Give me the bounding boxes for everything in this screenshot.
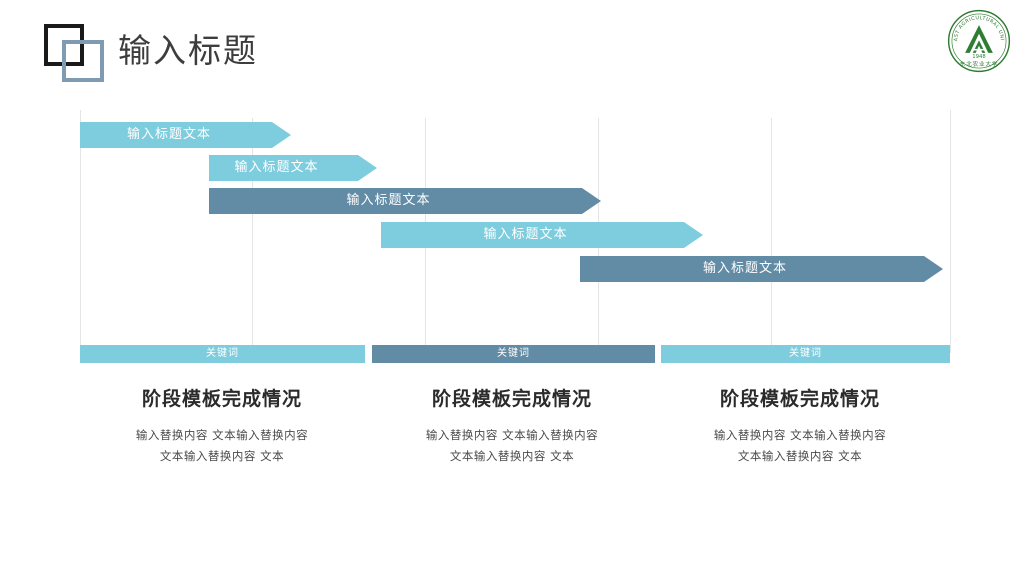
gridline <box>950 110 951 353</box>
arrow-tip-icon <box>924 256 943 282</box>
logo-square-blue <box>62 40 104 82</box>
arrow-tip-icon <box>358 155 377 181</box>
chart-bar-label: 输入标题文本 <box>483 227 568 242</box>
arrow-tip-icon <box>684 222 703 248</box>
gridline <box>252 118 253 353</box>
column-body-line: 文本输入替换内容 文本 <box>737 449 863 464</box>
column-body: 输入替换内容 文本输入替换内容 文本输入替换内容 文本 <box>362 425 662 468</box>
summary-column: 阶段模板完成情况 输入替换内容 文本输入替换内容 文本输入替换内容 文本 <box>362 388 662 467</box>
svg-text:1948: 1948 <box>972 54 985 60</box>
gantt-chart: 输入标题文本 输入标题文本 输入标题文本 输入标题文本 输入标题文本 关键词 关… <box>0 110 1024 365</box>
column-body-line: 输入替换内容 文本输入替换内容 <box>425 427 599 442</box>
chart-bar[interactable]: 输入标题文本 <box>209 155 377 181</box>
university-seal-icon: NORTHEAST AGRICULTURAL UNIVERSITY 1948 东… <box>943 4 1012 74</box>
column-heading: 阶段模板完成情况 <box>719 388 880 410</box>
column-body: 输入替换内容 文本输入替换内容 文本输入替换内容 文本 <box>650 425 950 468</box>
svg-text:东北农业大学: 东北农业大学 <box>960 60 999 68</box>
chart-bar[interactable]: 输入标题文本 <box>80 122 291 148</box>
column-heading: 阶段模板完成情况 <box>141 388 302 410</box>
column-heading: 阶段模板完成情况 <box>431 388 592 410</box>
column-body-line: 文本输入替换内容 文本 <box>159 449 285 464</box>
summary-columns: 阶段模板完成情况 输入替换内容 文本输入替换内容 文本输入替换内容 文本 阶段模… <box>0 388 1024 488</box>
summary-column: 阶段模板完成情况 输入替换内容 文本输入替换内容 文本输入替换内容 文本 <box>650 388 950 467</box>
keyword-bar[interactable]: 关键词 <box>372 345 655 363</box>
column-body-line: 文本输入替换内容 文本 <box>449 449 575 464</box>
chart-bar[interactable]: 输入标题文本 <box>381 222 703 248</box>
column-body-line: 输入替换内容 文本输入替换内容 <box>135 427 309 442</box>
chart-bar[interactable]: 输入标题文本 <box>209 188 601 214</box>
arrow-tip-icon <box>272 122 291 148</box>
column-body-line: 输入替换内容 文本输入替换内容 <box>713 427 887 442</box>
summary-column: 阶段模板完成情况 输入替换内容 文本输入替换内容 文本输入替换内容 文本 <box>72 388 372 467</box>
column-body: 输入替换内容 文本输入替换内容 文本输入替换内容 文本 <box>72 425 372 468</box>
chart-bar-label: 输入标题文本 <box>346 193 431 208</box>
page-title: 输入标题 <box>118 31 258 70</box>
gridline <box>80 110 81 353</box>
keyword-bar[interactable]: 关键词 <box>80 345 365 363</box>
keyword-bar[interactable]: 关键词 <box>661 345 950 363</box>
gridline <box>771 118 772 353</box>
chart-bar-label: 输入标题文本 <box>234 160 319 175</box>
arrow-tip-icon <box>582 188 601 214</box>
overlapping-squares-icon <box>44 24 106 82</box>
chart-bar-label: 输入标题文本 <box>702 261 787 276</box>
chart-bar[interactable]: 输入标题文本 <box>580 256 943 282</box>
chart-bar-label: 输入标题文本 <box>126 127 211 142</box>
page-header: 输入标题 NORTHEAST AGRICULTURAL UNIVERSITY 1… <box>0 0 1024 100</box>
